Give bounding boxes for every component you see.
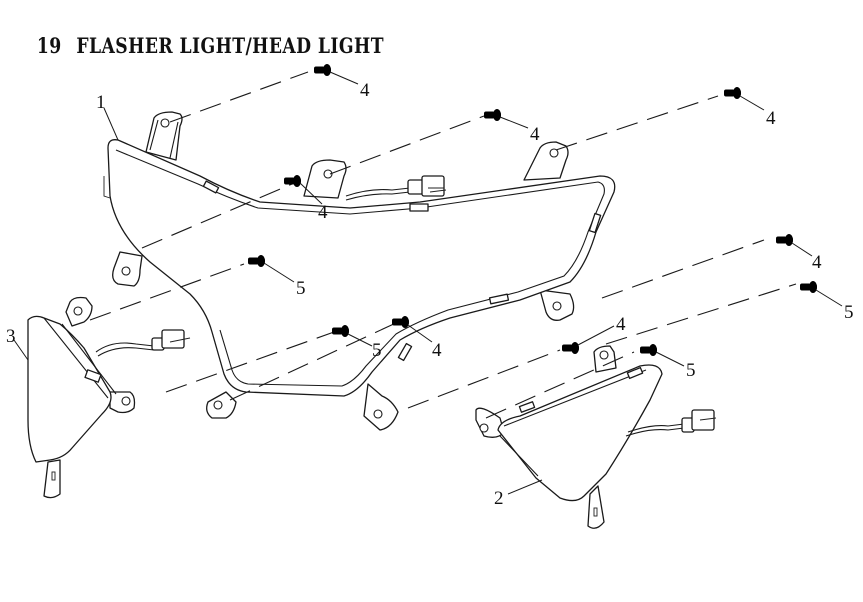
assembly-guide-lines — [89, 71, 797, 419]
section-title: FLASHER LIGHT/HEAD LIGHT — [76, 33, 384, 58]
callout-5: 5 — [844, 302, 854, 323]
screw-icon — [776, 234, 793, 246]
callout-4: 4 — [766, 108, 776, 129]
screw-icon — [284, 175, 301, 187]
diagram-title: 19 FLASHER LIGHT/HEAD LIGHT — [24, 8, 384, 58]
screw-icon — [640, 344, 657, 356]
callout-4: 4 — [432, 340, 442, 361]
callout-4: 4 — [360, 80, 370, 101]
screw-icon — [484, 109, 501, 121]
callout-5: 5 — [686, 360, 696, 381]
left-flasher-light-assembly — [27, 296, 191, 499]
screw-icon — [562, 342, 579, 354]
callout-numbers: 1 3 2 4 4 4 4 4 4 4 5 5 5 5 — [6, 80, 854, 509]
callout-3: 3 — [6, 326, 16, 347]
screw-icon — [314, 64, 331, 76]
flasher-lens-left — [27, 315, 112, 463]
flasher-lens-right — [497, 364, 663, 502]
right-flasher-light-assembly — [475, 345, 717, 529]
screw-icon — [800, 281, 817, 293]
head-light-lens — [107, 139, 616, 397]
section-number: 19 — [36, 33, 62, 58]
callout-4: 4 — [318, 202, 328, 223]
mount-tab — [363, 383, 399, 431]
callout-5: 5 — [372, 340, 382, 361]
callout-1: 1 — [96, 92, 106, 113]
mount-tab — [303, 159, 347, 199]
callout-4: 4 — [812, 252, 822, 273]
left-flasher-wire — [95, 342, 155, 353]
right-flasher-wire — [627, 423, 685, 433]
callout-2: 2 — [494, 488, 504, 509]
mount-tab — [145, 111, 183, 161]
leader-lines — [13, 71, 843, 495]
callout-4: 4 — [616, 314, 626, 335]
callout-4: 4 — [530, 124, 540, 145]
callout-5: 5 — [296, 278, 306, 299]
headlight-wire — [345, 187, 411, 197]
screw-icon — [724, 87, 741, 99]
head-light-assembly — [103, 111, 616, 431]
